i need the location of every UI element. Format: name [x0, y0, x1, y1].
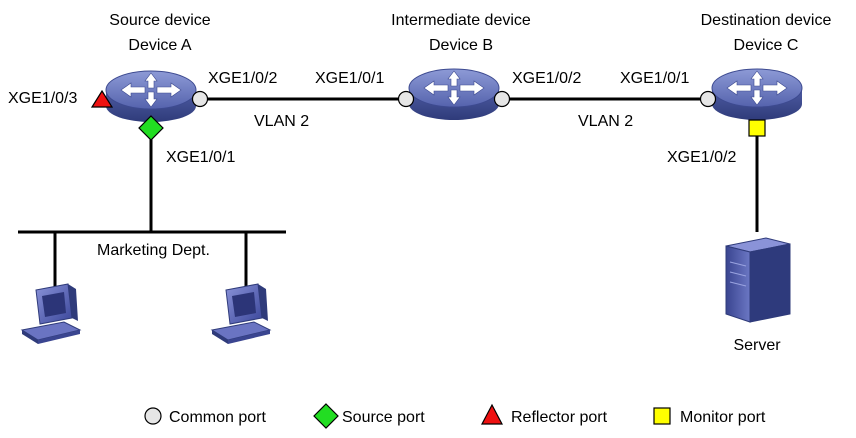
device-c-name-label: Device C: [734, 37, 799, 54]
device-c-role-label: Destination device: [701, 12, 832, 29]
pc-right-icon[interactable]: [211, 283, 271, 345]
server-icon[interactable]: [725, 237, 791, 323]
port-a-uplink-common-marker[interactable]: [191, 90, 209, 108]
port-a-source-marker[interactable]: [138, 115, 164, 141]
legend-source-marker: [313, 403, 339, 429]
port-a-reflector-label: XGE1/0/3: [8, 90, 77, 107]
legend-monitor-label: Monitor port: [680, 409, 766, 426]
device-a-role-label: Source device: [109, 12, 210, 29]
port-b-in-common-marker[interactable]: [397, 90, 415, 108]
port-c-monitor-marker[interactable]: [748, 119, 766, 137]
device-a-switch-icon[interactable]: [105, 70, 197, 123]
port-c-in-common-marker[interactable]: [699, 90, 717, 108]
lan-label: Marketing Dept.: [97, 242, 210, 259]
legend-monitor-marker: [653, 407, 671, 425]
port-b-out-common-marker[interactable]: [493, 90, 511, 108]
legend-source-label: Source port: [342, 409, 425, 426]
port-a-uplink-label: XGE1/0/2: [208, 70, 277, 87]
vlan-label-a-b: VLAN 2: [254, 113, 309, 130]
device-b-name-label: Device B: [429, 37, 493, 54]
device-b-switch-icon[interactable]: [408, 68, 500, 121]
port-c-in-label: XGE1/0/1: [620, 70, 689, 87]
port-c-monitor-label: XGE1/0/2: [667, 149, 736, 166]
port-b-in-label: XGE1/0/1: [315, 70, 384, 87]
device-b-role-label: Intermediate device: [391, 12, 531, 29]
pc-left-icon[interactable]: [21, 283, 81, 345]
server-label: Server: [733, 337, 781, 354]
port-a-source-label: XGE1/0/1: [166, 149, 235, 166]
port-a-reflector-marker[interactable]: [90, 89, 114, 108]
legend-common-marker: [144, 407, 162, 425]
legend-reflector-label: Reflector port: [511, 409, 608, 426]
legend-common-label: Common port: [169, 409, 266, 426]
device-a-name-label: Device A: [128, 37, 191, 54]
legend-reflector-marker: [481, 403, 503, 425]
device-c-switch-icon[interactable]: [711, 68, 803, 121]
port-b-out-label: XGE1/0/2: [512, 70, 581, 87]
vlan-label-b-c: VLAN 2: [578, 113, 633, 130]
legend: Common port Source port Reflector port M…: [144, 403, 766, 429]
